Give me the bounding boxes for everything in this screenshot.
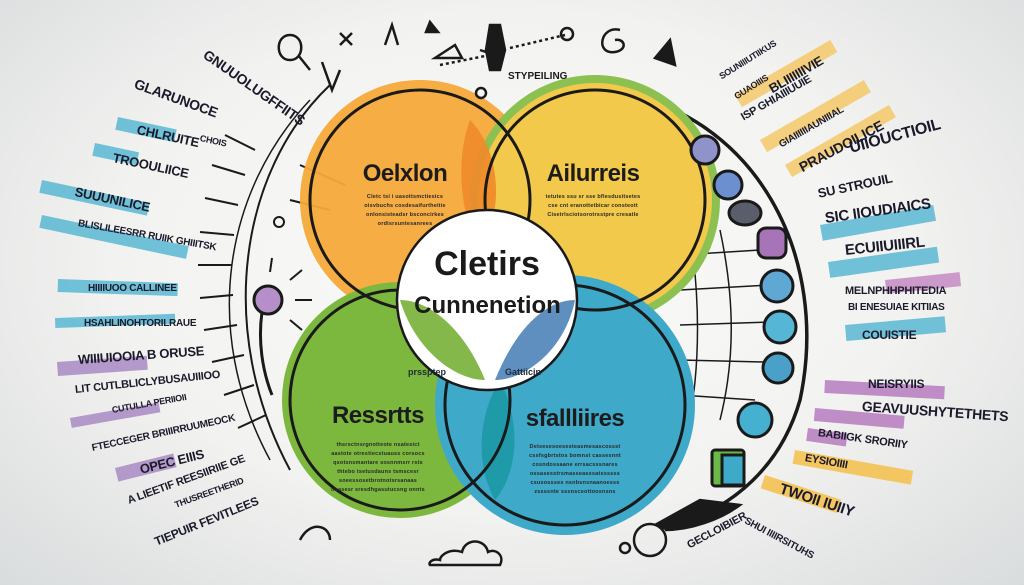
triangle-icon: [424, 19, 441, 34]
circle-label-top-right: Ailurreis: [546, 160, 640, 187]
right-label-13: COUISTIE: [862, 328, 917, 342]
venn-circles: [282, 75, 720, 535]
right-label-12: BI ENESUIAE KITIIAS: [848, 302, 945, 313]
rocket-icon: [652, 37, 677, 67]
right-highlights: [735, 39, 962, 514]
globe-grid: [679, 229, 771, 421]
pen-icon: [320, 61, 342, 94]
pot-badge-icon: [727, 199, 763, 227]
circle-body-bottom-right: Detsesesoesesteasmesascossst cssfsgbrtst…: [529, 444, 621, 495]
circle-label-bottom-left: Ressrtts: [331, 402, 425, 429]
left-label-9: HSAHLINOHTORILRAUE: [84, 318, 197, 329]
circle-label-top-left: Oelxlon: [362, 160, 448, 187]
circle-body-bottom-left: thsrsctnsrgnotteote nsatesict aastote ot…: [331, 442, 425, 493]
bug-icon: [339, 32, 353, 46]
cloud-icon: [428, 540, 503, 567]
circle-badge-icon: [712, 169, 744, 201]
badge-icons: [689, 134, 798, 488]
person-badge-icon: [762, 309, 798, 345]
right-label-11: MELNPHHPHITEDIA: [845, 285, 947, 297]
top-doodles: [277, 19, 677, 100]
circle-body-top-right: tetutes ssu sr sse bflesdusitsetes cse c…: [545, 194, 641, 218]
circle-label-bottom-right: sfallliires: [525, 405, 625, 432]
center-title-line2: Cunnenetion: [414, 292, 561, 319]
top-caption: STYPEILING: [508, 71, 568, 82]
magnifier-icon: [277, 33, 311, 71]
number-badge-icon: [759, 268, 795, 304]
circle-body-top-left: Cletc tsi i uasottsmctiesics oisvbuchs c…: [364, 194, 446, 227]
kite-icon: [430, 43, 465, 60]
right-label-14: NEISRYIIS: [868, 377, 925, 391]
right-arc: [599, 86, 809, 522]
center-title-line1: Cletirs: [434, 245, 540, 283]
spiral-icon: [601, 28, 625, 54]
overlap-label-right: Gattiicin: [505, 367, 542, 377]
chart-badge-icon: [736, 401, 774, 439]
lightbulb-icon: [252, 216, 312, 396]
overlap-label-left: prssptep: [408, 367, 447, 377]
lab-flask-icon: [484, 23, 507, 72]
gear-badge-icon: [689, 134, 721, 166]
left-highlights: [39, 116, 189, 482]
left-label-8: HIIIIUOO CALLINEE: [88, 283, 177, 294]
bell-icon: [632, 522, 668, 558]
tablet-badge-icon: [756, 226, 788, 260]
mountain-icon: [383, 20, 400, 46]
plain-badge-icon: [761, 351, 795, 385]
